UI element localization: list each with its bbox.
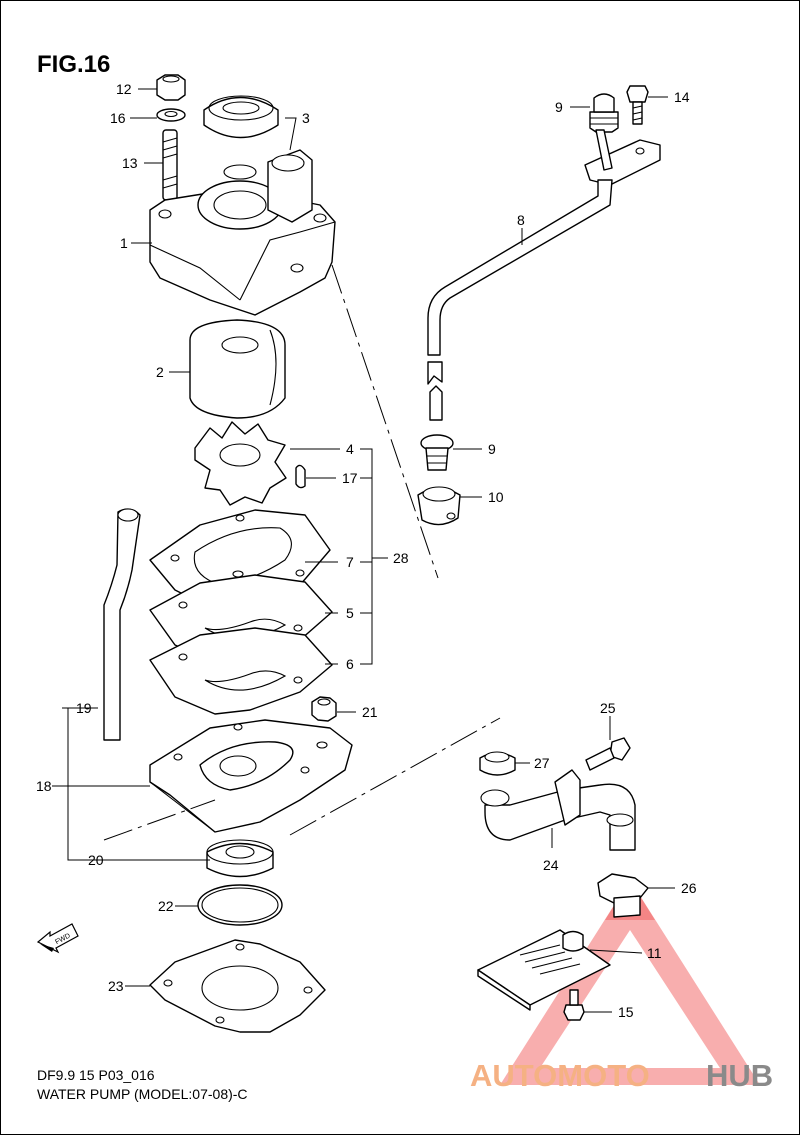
callout-23: 23 bbox=[108, 978, 124, 994]
part-18-lower-plate bbox=[149, 719, 353, 833]
figure-title: FIG.16 bbox=[37, 51, 110, 78]
callout-13: 13 bbox=[122, 155, 138, 171]
part-3-seal bbox=[203, 95, 279, 139]
part-9-grommet-mid bbox=[420, 434, 454, 471]
callout-2: 2 bbox=[156, 364, 164, 380]
callout-9-mid: 9 bbox=[488, 441, 496, 457]
callout-26: 26 bbox=[681, 880, 697, 896]
callout-28: 28 bbox=[393, 550, 409, 566]
figure-code: DF9.9 15 P03_016 bbox=[37, 1067, 155, 1083]
part-9-grommet-top bbox=[589, 93, 619, 133]
callout-1: 1 bbox=[120, 235, 128, 251]
callout-22: 22 bbox=[158, 898, 174, 914]
callout-12: 12 bbox=[116, 81, 132, 97]
leader-lines bbox=[52, 88, 675, 1013]
callout-20: 20 bbox=[88, 852, 104, 868]
part-21-nut bbox=[311, 696, 337, 722]
callout-6: 6 bbox=[346, 656, 354, 672]
part-26-plug bbox=[597, 873, 649, 918]
callout-14: 14 bbox=[674, 89, 690, 105]
callout-11: 11 bbox=[647, 945, 662, 961]
callout-16: 16 bbox=[110, 110, 126, 126]
callout-21: 21 bbox=[362, 704, 378, 720]
assembly-lines bbox=[103, 264, 501, 841]
callout-3: 3 bbox=[302, 110, 310, 126]
callout-4: 4 bbox=[346, 441, 354, 457]
part-27-collar bbox=[479, 751, 516, 776]
callout-19: 19 bbox=[76, 700, 92, 716]
fwd-arrow-icon: FWD bbox=[36, 923, 79, 954]
part-14-bolt bbox=[626, 85, 649, 125]
part-4-impeller bbox=[194, 421, 287, 506]
part-16-washer bbox=[156, 108, 186, 122]
callout-18: 18 bbox=[36, 778, 52, 794]
callout-24: 24 bbox=[543, 857, 559, 873]
part-12-nut bbox=[156, 74, 186, 101]
callout-7: 7 bbox=[346, 554, 354, 570]
part-17-key bbox=[295, 464, 306, 489]
callout-9-top: 9 bbox=[555, 99, 563, 115]
part-1-pump-case bbox=[149, 149, 336, 316]
part-8-water-pipe bbox=[427, 129, 661, 421]
part-23-gasket bbox=[149, 939, 326, 1033]
part-11-screen bbox=[477, 929, 611, 1011]
callout-labels: 1 2 3 4 5 6 7 8 9 9 10 11 12 13 14 15 16… bbox=[36, 81, 697, 1020]
part-22-o-ring bbox=[197, 884, 283, 926]
part-13-stud bbox=[162, 129, 178, 201]
watermark-word-a: AUTOMOTO bbox=[470, 1058, 650, 1093]
figure-caption: WATER PUMP (MODEL:07-08)-C bbox=[37, 1086, 248, 1102]
callout-10: 10 bbox=[488, 489, 504, 505]
callout-8: 8 bbox=[517, 212, 525, 228]
callout-25: 25 bbox=[600, 700, 616, 716]
part-25-bolt bbox=[585, 737, 631, 771]
callout-27: 27 bbox=[534, 755, 550, 771]
callout-17: 17 bbox=[342, 470, 358, 486]
part-24-pipe bbox=[480, 769, 636, 851]
watermark-logo: AUTOMOTO HUB bbox=[470, 1058, 773, 1093]
part-20-seal bbox=[206, 839, 274, 878]
part-10-collar bbox=[417, 486, 461, 526]
callout-15: 15 bbox=[618, 1004, 634, 1020]
part-2-cup bbox=[189, 319, 286, 419]
watermark-word-b: HUB bbox=[706, 1058, 773, 1093]
part-6-gasket bbox=[149, 627, 333, 715]
callout-5: 5 bbox=[346, 605, 354, 621]
part-15-bolt bbox=[563, 989, 585, 1021]
part-19-hose bbox=[103, 508, 141, 741]
